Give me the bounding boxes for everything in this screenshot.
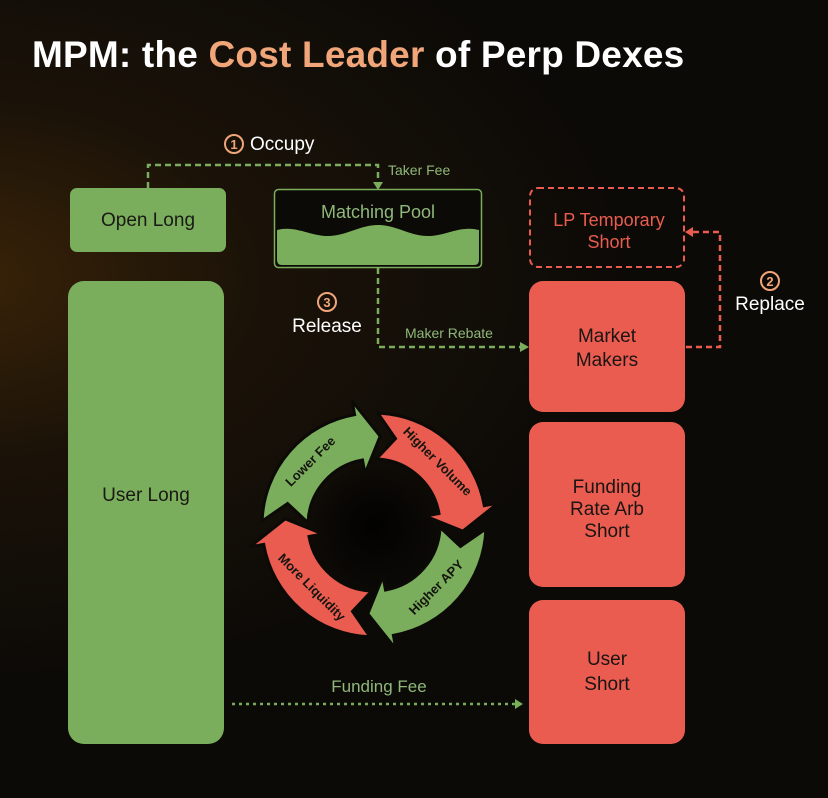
funding-rate-arb-label-line1: Funding (573, 477, 642, 498)
arrowhead-icon (685, 227, 693, 237)
pool-liquidity-wave (277, 225, 479, 265)
funding-rate-arb-label-line3: Short (584, 521, 630, 542)
step-2-badge (760, 271, 780, 291)
title-suffix: of Perp Dexes (424, 34, 685, 75)
step-2-number: 2 (766, 274, 773, 289)
user-long-box (68, 281, 224, 744)
connectors (146, 163, 522, 706)
funding-fee-label: Funding Fee (331, 677, 426, 696)
lower-fee-arrow (260, 399, 382, 527)
market-makers-label-line1: Market (578, 326, 637, 347)
page-title: MPM: the Cost Leader of Perp Dexes (32, 34, 684, 76)
funding-rate-arb-label-line2: Rate Arb (570, 499, 644, 520)
arrowhead-icon (515, 699, 523, 709)
market-makers-box (529, 281, 685, 412)
title-highlight: Cost Leader (208, 34, 425, 75)
user-long-label: User Long (102, 485, 190, 506)
step-1-label: Occupy (250, 134, 315, 155)
higher-apy-arrow (366, 523, 488, 651)
taker-fee-label: Taker Fee (388, 162, 450, 178)
release-connector (376, 268, 522, 349)
matching-pool-label: Matching Pool (321, 202, 435, 222)
open-long-label: Open Long (101, 210, 195, 231)
more-liquidity-arrow (248, 517, 376, 639)
lp-temporary-short-label-line1: LP Temporary (553, 210, 664, 230)
lp-temporary-short-label-line2: Short (587, 232, 630, 252)
title-prefix: MPM: the (32, 34, 209, 75)
open-long-box (70, 188, 226, 252)
lp-temporary-short-box (529, 187, 685, 268)
step-3-badge (317, 292, 337, 312)
replace-connector (686, 230, 722, 349)
higher-volume-arrow (372, 411, 500, 533)
occupy-connector (146, 163, 380, 188)
funding-rate-arb-short-box (529, 422, 685, 587)
step-2-label: Replace (735, 294, 805, 315)
user-short-label-line2: Short (584, 674, 630, 695)
step-1-number: 1 (230, 137, 237, 152)
user-short-label-line1: User (587, 649, 628, 670)
market-makers-label-line2: Makers (576, 350, 638, 371)
step-1-badge (224, 134, 244, 154)
arrowhead-icon (520, 342, 529, 352)
user-short-box (529, 600, 685, 744)
maker-rebate-label: Maker Rebate (405, 325, 493, 341)
arrowhead-icon (373, 182, 383, 190)
step-3-label: Release (292, 316, 362, 337)
step-3-number: 3 (323, 295, 330, 310)
